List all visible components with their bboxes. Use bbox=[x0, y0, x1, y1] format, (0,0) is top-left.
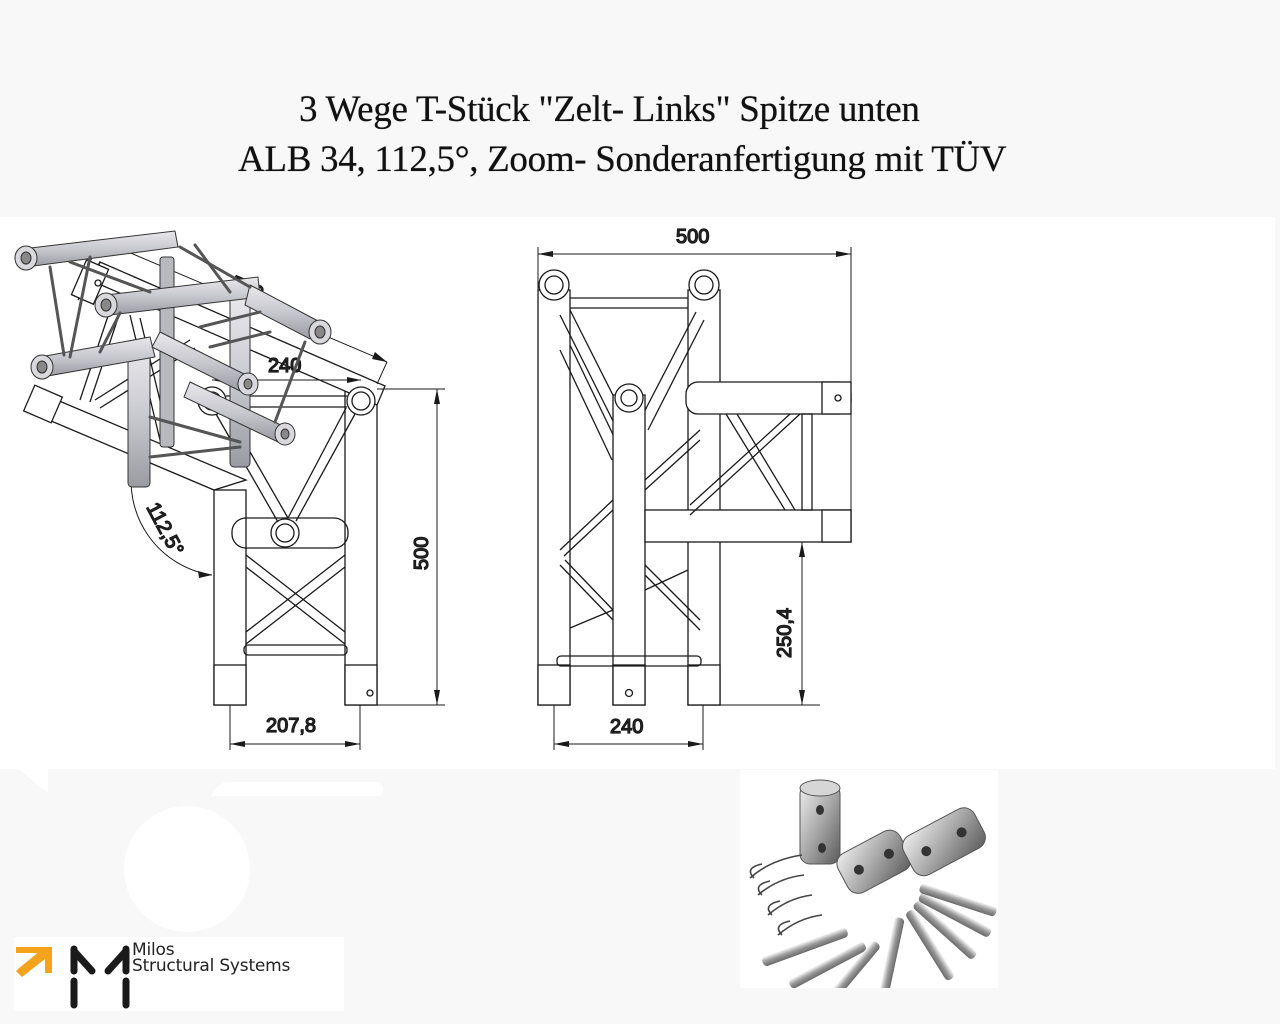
conical-coupler-2 bbox=[902, 807, 986, 877]
decorative-circle bbox=[124, 806, 250, 932]
spigot-pins bbox=[762, 883, 997, 999]
logo-name: Milos bbox=[132, 940, 175, 960]
technical-drawing-panel: 500 240 500 112,5° 207,8 bbox=[0, 217, 1275, 769]
isometric-render bbox=[14, 230, 332, 488]
dim-side-angle: 112,5° bbox=[142, 499, 188, 559]
logo-subtitle: Structural Systems bbox=[132, 956, 291, 976]
dim-side-height: 500 bbox=[411, 537, 433, 570]
title-banner: 3 Wege T-Stück "Zelt- Links" Spitze unte… bbox=[0, 0, 1280, 217]
company-logo: Milos Structural Systems bbox=[14, 937, 344, 1011]
accessories-photo bbox=[740, 770, 998, 999]
r-clips bbox=[749, 854, 823, 936]
decorative-shape bbox=[210, 782, 390, 796]
dim-front-branch-height: 250,4 bbox=[774, 608, 796, 658]
product-title-line-1: 3 Wege T-Stück "Zelt- Links" Spitze unte… bbox=[299, 89, 920, 130]
front-view-drawing bbox=[537, 247, 852, 750]
dim-side-bottom-width: 207,8 bbox=[266, 715, 316, 737]
conical-coupler-upright bbox=[799, 779, 841, 865]
product-title-line-2: ALB 34, 112,5°, Zoom- Sonderanfertigung … bbox=[238, 139, 1007, 180]
conical-coupler-1 bbox=[836, 829, 912, 894]
dim-front-bottom-width: 240 bbox=[610, 716, 643, 738]
decorative-shape bbox=[18, 769, 48, 793]
dim-front-top-width: 500 bbox=[676, 226, 709, 248]
milos-logo-mark-icon bbox=[16, 945, 130, 1009]
